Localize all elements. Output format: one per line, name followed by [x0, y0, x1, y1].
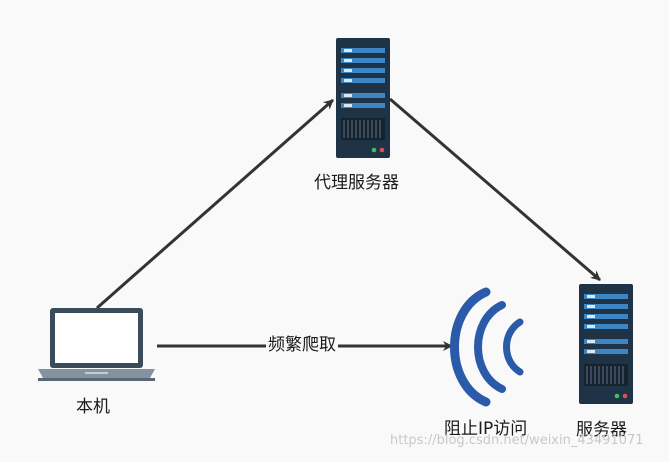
local-machine-label: 本机 [76, 397, 110, 417]
proxy-server-label: 代理服务器 [314, 173, 399, 193]
laptop-icon [38, 308, 155, 381]
target-server-icon [579, 284, 633, 404]
target-server-label: 服务器 [576, 420, 627, 440]
edge-proxy-to-server [389, 97, 601, 282]
watermark: https://blog.csdn.net/weixin_43491071 [390, 433, 644, 448]
edge-local-to-proxy [96, 98, 334, 310]
edge-label-frequent-crawling: 频繁爬取 [266, 335, 338, 355]
block-ip-label: 阻止IP访问 [444, 419, 528, 439]
signal-block-icon [450, 287, 524, 407]
proxy-server-icon [336, 38, 390, 158]
